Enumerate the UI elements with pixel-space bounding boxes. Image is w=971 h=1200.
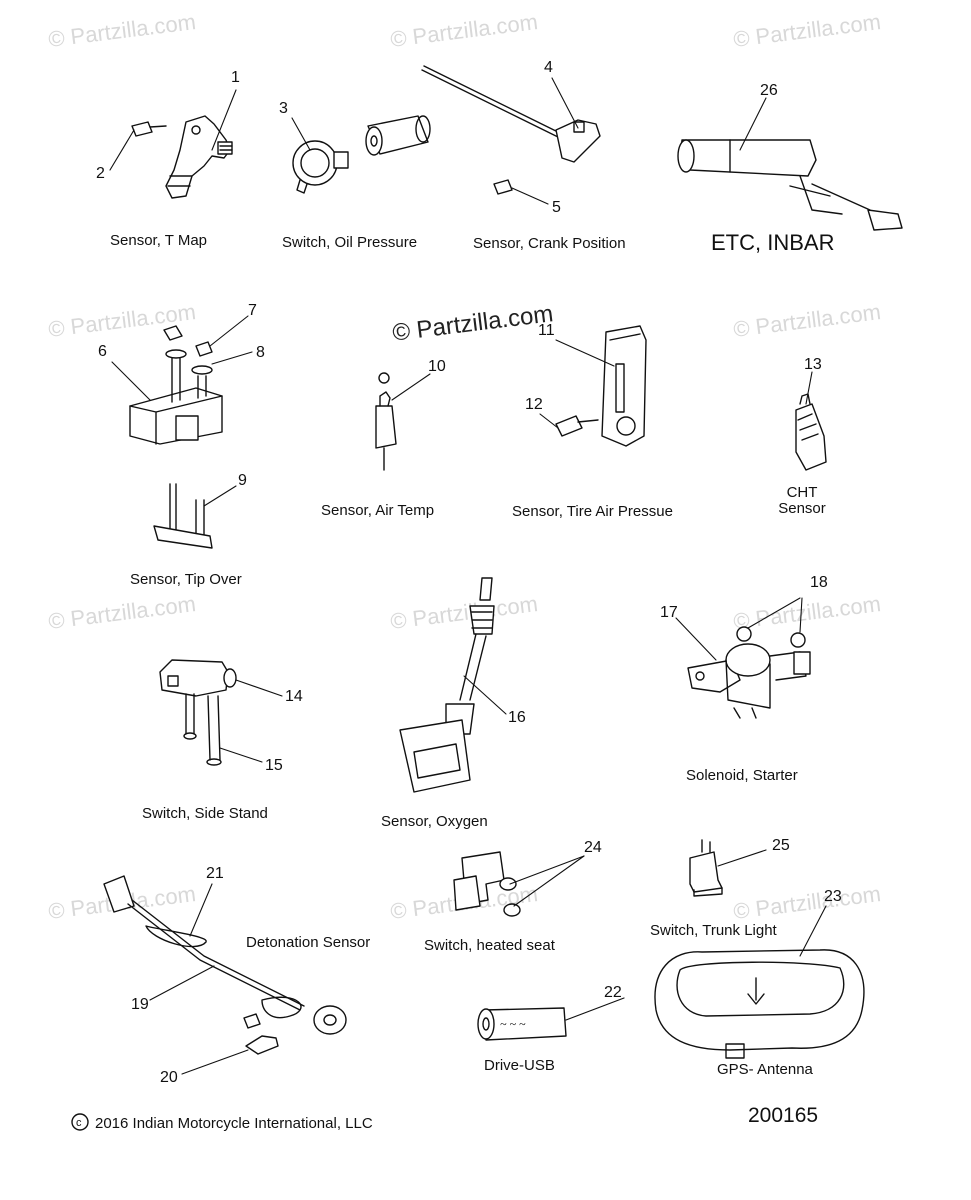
gps-antenna-drawing <box>654 949 865 1059</box>
caption-solenoid: Solenoid, Starter <box>686 767 798 784</box>
caption-cht-line2: Sensor <box>778 500 826 517</box>
drive-usb-drawing: ~ ~ ~ <box>477 1007 567 1041</box>
callout-5: 5 <box>552 199 561 216</box>
caption-crank-position: Sensor, Crank Position <box>473 235 626 252</box>
caption-detonation: Detonation Sensor <box>246 934 371 951</box>
caption-t-map: Sensor, T Map <box>110 232 208 249</box>
callout-19: 19 <box>131 996 149 1013</box>
callout-11: 11 <box>538 322 555 339</box>
cht-sensor-drawing <box>795 393 827 471</box>
caption-side-stand: Switch, Side Stand <box>142 805 268 822</box>
callout-leaders <box>109 77 827 1075</box>
callout-1: 1 <box>231 69 240 86</box>
svg-text:~ ~ ~: ~ ~ ~ <box>500 1017 526 1031</box>
callout-26: 26 <box>760 82 778 99</box>
caption-air-temp: Sensor, Air Temp <box>321 502 435 519</box>
callout-7: 7 <box>248 302 257 319</box>
diagram-id: 200165 <box>748 1104 819 1127</box>
callout-23: 23 <box>824 888 842 905</box>
tip-over-sensor-drawing <box>129 325 223 549</box>
t-map-sensor-drawing <box>131 115 233 199</box>
callout-6: 6 <box>98 343 107 360</box>
callout-9: 9 <box>238 472 247 489</box>
caption-trunk-light: Switch, Trunk Light <box>650 922 777 939</box>
callout-16: 16 <box>508 709 526 726</box>
caption-heated-seat: Switch, heated seat <box>424 937 555 954</box>
callout-15: 15 <box>265 757 283 774</box>
callout-21: 21 <box>206 865 224 882</box>
callout-3: 3 <box>279 100 288 117</box>
caption-oil-pressure: Switch, Oil Pressure <box>282 234 418 251</box>
detonation-sensor-drawing <box>103 875 347 1055</box>
caption-etc-inbar: ETC, INBAR <box>711 230 835 255</box>
copyright-text: 2016 Indian Motorcycle International, LL… <box>95 1115 373 1132</box>
caption-tire-air-pressure: Sensor, Tire Air Pressue <box>512 503 673 520</box>
svg-text:c: c <box>76 1117 82 1129</box>
etc-inbar-drawing <box>677 139 903 231</box>
caption-drive-usb: Drive-USB <box>484 1057 555 1074</box>
heated-seat-switch-drawing <box>453 851 521 917</box>
oil-pressure-switch-drawing <box>292 115 431 194</box>
starter-solenoid-drawing <box>687 626 811 719</box>
air-temp-sensor-drawing <box>375 372 397 471</box>
side-stand-switch-drawing <box>159 659 237 766</box>
caption-tip-over: Sensor, Tip Over <box>130 571 242 588</box>
trunk-light-switch-drawing <box>689 839 723 897</box>
callout-22: 22 <box>604 984 622 1001</box>
caption-oxygen: Sensor, Oxygen <box>381 813 488 830</box>
caption-gps: GPS- Antenna <box>717 1061 813 1078</box>
callout-20: 20 <box>160 1069 178 1086</box>
callout-4: 4 <box>544 59 553 76</box>
caption-cht-line1: CHT <box>786 484 818 501</box>
callout-25: 25 <box>772 837 790 854</box>
crank-position-sensor-drawing <box>421 65 601 195</box>
callout-14: 14 <box>285 688 303 705</box>
callout-18: 18 <box>810 574 828 591</box>
callout-2: 2 <box>96 165 105 182</box>
oxygen-sensor-drawing <box>399 577 495 793</box>
copyright-icon <box>71 1113 89 1131</box>
callout-12: 12 <box>525 396 543 413</box>
callout-13: 13 <box>804 356 822 373</box>
tire-air-pressure-sensor-drawing <box>555 325 647 447</box>
callout-24: 24 <box>584 839 602 856</box>
callout-17: 17 <box>660 604 678 621</box>
callout-8: 8 <box>256 344 265 361</box>
callout-10: 10 <box>428 358 446 375</box>
